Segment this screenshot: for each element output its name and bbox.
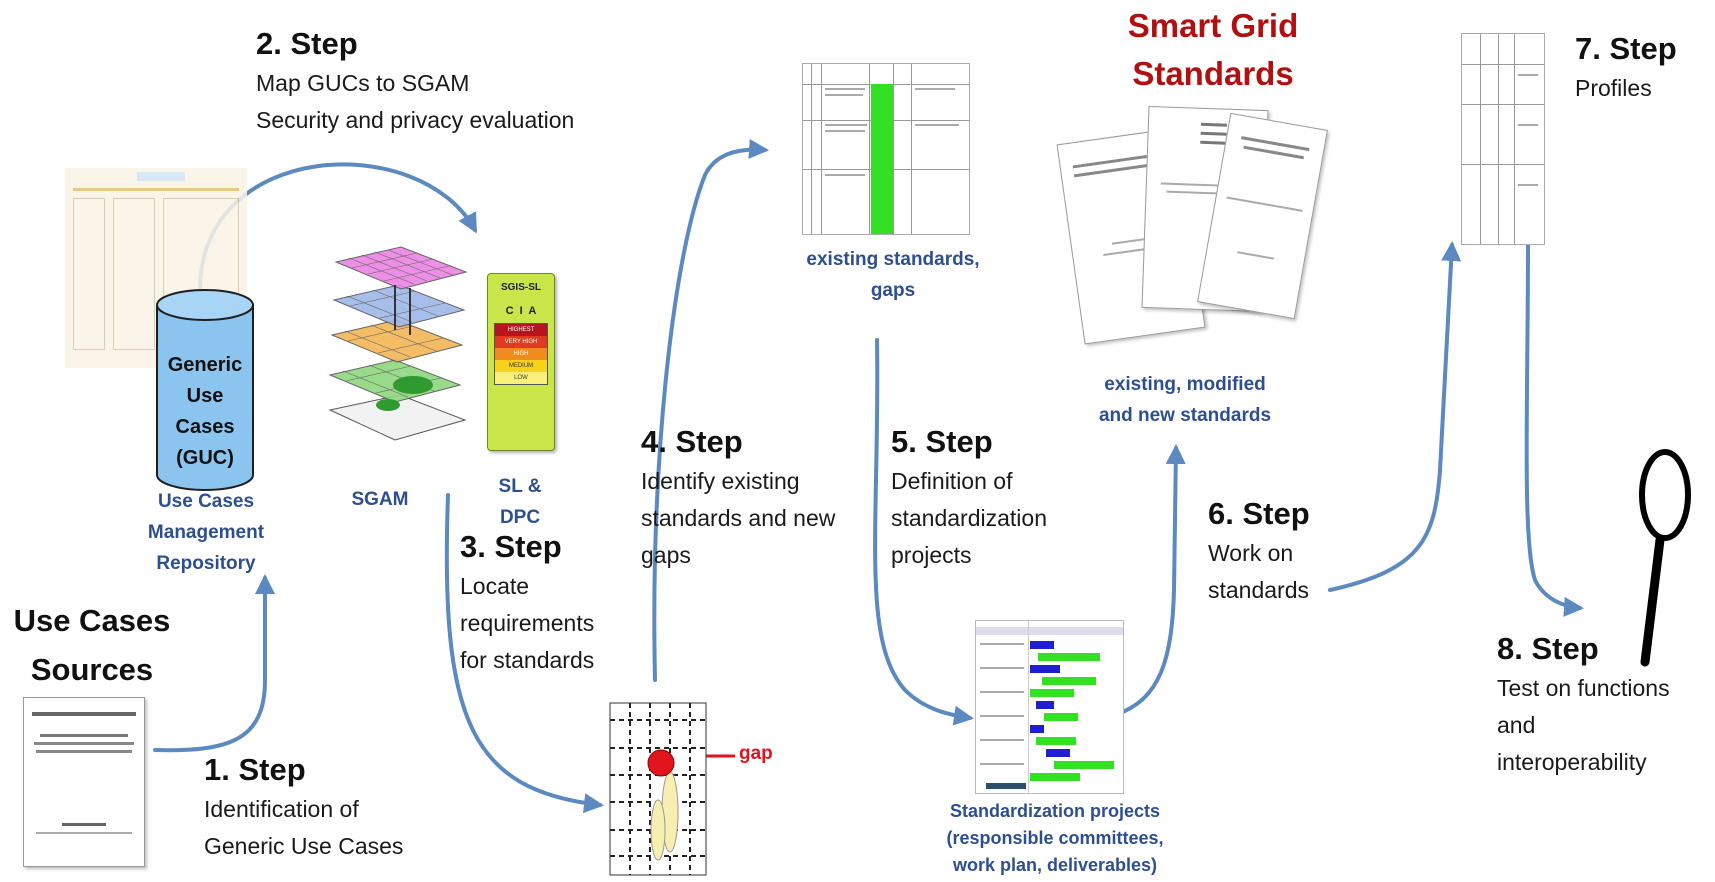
- step-1-line-1: Identification of: [204, 796, 359, 823]
- step-7-title: 7. Step: [1575, 31, 1677, 66]
- step-5-title: 5. Step: [891, 424, 993, 459]
- step-1: 1. Step Identification of Generic Use Ca…: [204, 752, 404, 865]
- existing-standards-caption: existing standards, gaps: [806, 249, 980, 301]
- step-4-line-1: Identify existing: [641, 468, 800, 495]
- sgis-cia: C I A: [505, 305, 537, 317]
- arrow-step3-to-gap: [444, 493, 604, 814]
- report-document-thumbnail: [23, 697, 145, 867]
- step-2: 2. Step Map GUCs to SGAM Security and pr…: [256, 26, 575, 139]
- arrow-step1-to-repository: [153, 574, 275, 753]
- step-5-line-3: projects: [891, 542, 972, 569]
- step-8-line-2: and: [1497, 712, 1536, 739]
- sgis-level-medium: MEDIUM: [495, 360, 547, 372]
- sgam-caption: SGAM: [351, 489, 409, 510]
- arrow-step6a-to-modified: [1113, 444, 1186, 717]
- smart-grid-standards-title: Smart Grid Standards: [1127, 7, 1299, 92]
- projects-caption: Standardization projects (responsible co…: [946, 801, 1164, 875]
- repository-caption: Use Cases Management Repository: [147, 491, 265, 574]
- sl-dpc-caption: SL & DPC: [498, 476, 542, 528]
- step-7: 7. Step Profiles: [1575, 31, 1677, 107]
- sgis-level-low: LOW: [495, 372, 547, 384]
- sgis-level-highest: HIGHEST: [495, 324, 547, 336]
- step-5-line-1: Definition of: [891, 468, 1013, 495]
- step-8-title: 8. Step: [1497, 631, 1599, 666]
- step-4-line-2: standards and new: [641, 505, 836, 532]
- step-3: 3. Step Locate requirements for standard…: [460, 529, 595, 679]
- step-5: 5. Step Definition of standardization pr…: [891, 424, 1047, 574]
- step-6: 6. Step Work on standards: [1208, 496, 1310, 609]
- gap-label: gap: [739, 743, 773, 764]
- step-1-title: 1. Step: [204, 752, 306, 787]
- sgis-security-level-card: SGIS-SL C I A HIGHEST VERY HIGH HIGH MED…: [487, 273, 555, 451]
- magnifier-icon: [1639, 449, 1691, 667]
- arrow-step4-to-existing-standards: [652, 138, 769, 682]
- step-2-title: 2. Step: [256, 26, 358, 61]
- step-8-line-3: interoperability: [1497, 749, 1647, 776]
- sgis-level-very-high: VERY HIGH: [495, 336, 547, 348]
- step-4: 4. Step Identify existing standards and …: [641, 424, 836, 574]
- step-3-line-1: Locate: [460, 573, 530, 600]
- step-8-line-1: Test on functions: [1497, 675, 1670, 702]
- step-1-line-2: Generic Use Cases: [204, 833, 404, 860]
- step-3-line-3: for standards: [460, 647, 595, 674]
- step-6-line-1: Work on: [1208, 540, 1294, 567]
- arrow-step7-to-step8: [1524, 243, 1584, 617]
- profile-table-image: [1461, 33, 1545, 245]
- use-cases-sources-title: Use Cases Sources: [13, 603, 171, 687]
- guc-cylinder-label: Generic Use Cases (GUC): [167, 354, 243, 469]
- arrow-step5-to-projects: [873, 338, 974, 726]
- step-7-line-1: Profiles: [1575, 75, 1652, 102]
- step-2-line-1: Map GUCs to SGAM: [256, 70, 470, 97]
- sgis-level-high: HIGH: [495, 348, 547, 360]
- step-8: 8. Step Test on functions and interopera…: [1497, 631, 1670, 781]
- step-4-line-3: gaps: [641, 542, 691, 569]
- sgis-title: SGIS-SL: [500, 282, 541, 293]
- step-6-title: 6. Step: [1208, 496, 1310, 531]
- arrow-step6b-to-profiles: [1328, 241, 1462, 592]
- step-5-line-2: standardization: [891, 505, 1047, 532]
- modified-standards-caption: existing, modified and new standards: [1098, 374, 1272, 426]
- step-4-title: 4. Step: [641, 424, 743, 459]
- standardization-projects-gantt-image: [975, 620, 1124, 794]
- existing-standards-table-image: [802, 63, 970, 235]
- step-2-line-2: Security and privacy evaluation: [256, 107, 575, 134]
- step-3-line-2: requirements: [460, 610, 595, 637]
- step-6-line-2: standards: [1208, 577, 1310, 604]
- step-3-title: 3. Step: [460, 529, 562, 564]
